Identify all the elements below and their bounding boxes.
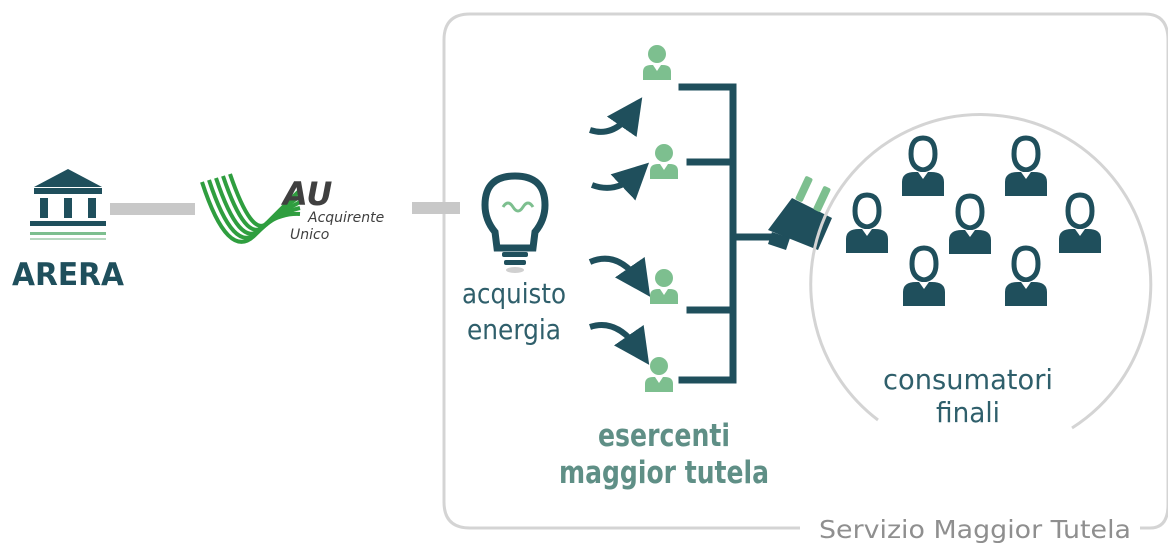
distribution-arrows [588,97,651,365]
service-frame [442,12,1168,530]
acquirente-unico-logo: AU Acquirente Unico [200,173,384,244]
person-icon [1005,248,1047,306]
consumers-label-line1: consumatori [883,363,1053,396]
purchase-label-line1: acquisto [462,277,566,310]
buyer-name-line1: Acquirente [307,210,384,226]
supply-bracket [678,83,774,384]
regulator-name: ARERA [12,257,124,293]
service-label: Servizio Maggior Tutela [819,515,1131,544]
consumer-persons [846,138,1101,306]
arrow-2 [590,162,650,201]
supplier-persons [643,45,678,392]
person-icon [1005,138,1047,196]
arrow-3 [588,255,651,297]
person-icon [645,357,673,392]
person-icon [846,195,888,253]
consumers-label-line2: finali [936,396,1000,429]
person-icon [650,144,678,179]
lightbulb-icon [481,172,549,273]
person-icon [1059,195,1101,253]
purchase-label-line2: energia [467,313,561,346]
connector-buyer-market [412,202,460,214]
person-icon [650,269,678,304]
person-icon [903,248,945,306]
connector-regulator-buyer [110,203,195,215]
suppliers-label-line1: esercenti [598,418,730,454]
government-building-icon [30,169,106,240]
power-plug-icon [768,176,832,250]
consumers-circle [809,113,1153,430]
arrow-1 [589,97,643,138]
person-icon [643,45,671,80]
suppliers-label-line2: maggior tutela [559,455,769,491]
arrow-4 [589,322,650,365]
buyer-name-line2: Unico [290,227,329,243]
person-icon [902,138,944,196]
buyer-abbr: AU [280,175,332,213]
person-icon [949,196,991,254]
